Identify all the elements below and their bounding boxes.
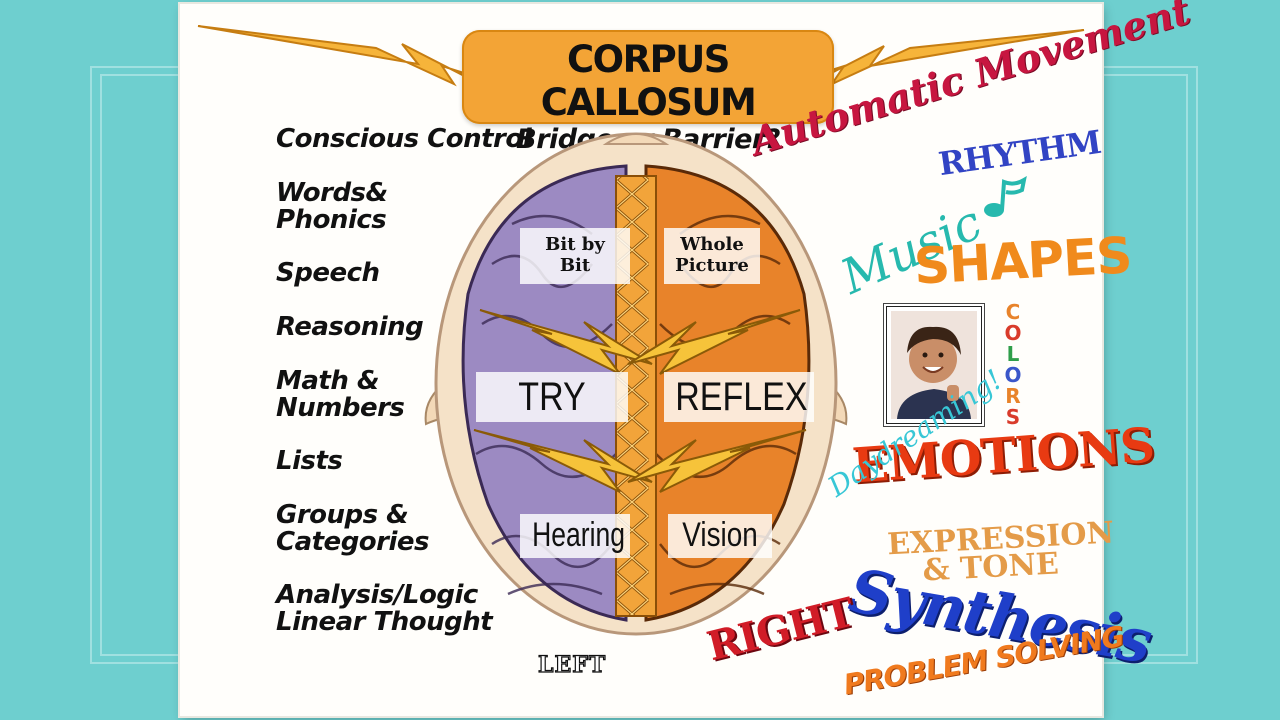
child-photo-image: [891, 311, 977, 419]
label-vision-box: Vision: [668, 514, 772, 558]
list-item-speech: Speech: [276, 260, 380, 287]
nose-bump: [602, 133, 670, 145]
page-title: CORPUS CALLOSUM: [540, 38, 757, 124]
colors-letter: R: [1005, 384, 1021, 408]
list-item-text: Lists: [276, 446, 343, 476]
word-shapes: SHAPES: [912, 226, 1133, 296]
list-item-text: Phonics: [276, 205, 387, 235]
colors-letter: L: [1006, 342, 1020, 366]
colors-letter: S: [1005, 405, 1021, 429]
list-item-lists: Lists: [276, 446, 343, 476]
label-hearing: Hearing: [532, 516, 625, 554]
bolt-right-lower: [627, 429, 807, 493]
label-whole-picture-line1: Whole: [680, 234, 744, 255]
list-item-math-numbers: Math &Numbers: [276, 366, 405, 423]
label-whole-picture-line2: Picture: [675, 255, 749, 276]
list-item-reasoning: Reasoning: [276, 312, 424, 342]
list-item-text: Categories: [276, 527, 430, 557]
label-reflex: REFLEX: [675, 375, 808, 419]
colors-letter: O: [1004, 321, 1022, 345]
colors-letter: C: [1005, 300, 1021, 324]
list-item-text: Numbers: [276, 393, 405, 423]
label-bit-by-bit: Bit by Bit: [520, 228, 630, 284]
label-whole-picture: Whole Picture: [664, 228, 760, 284]
list-item-text: Words&: [276, 178, 388, 208]
list-item-text: Linear Thought: [276, 607, 493, 637]
list-item-words-phonics: Words&Phonics: [276, 180, 388, 234]
label-try-box: TRY: [476, 372, 628, 422]
list-item-text: Math &: [276, 366, 380, 396]
bolt-left-upper: [479, 309, 653, 375]
list-item-groups-categories: Groups &Categories: [276, 500, 430, 557]
bolt-right-upper: [627, 309, 801, 375]
colors-letter: O: [1004, 363, 1022, 387]
list-item-text: Conscious Control: [276, 124, 532, 154]
label-bit-by-bit-line1: Bit by: [545, 234, 605, 255]
list-item-text: Reasoning: [276, 312, 424, 342]
list-item-text: Speech: [276, 258, 380, 288]
label-vision: Vision: [682, 516, 758, 554]
list-item-text: Analysis/Logic: [276, 580, 478, 610]
list-item-text: Groups &: [276, 500, 409, 530]
label-try: TRY: [518, 375, 586, 419]
bolt-left-lower: [473, 429, 653, 493]
child-photo: [886, 306, 982, 424]
word-colors: C O L O R S: [996, 302, 1030, 428]
label-bit-by-bit-line2: Bit: [559, 255, 591, 276]
title-box: CORPUS CALLOSUM Bridge or Barrier?: [462, 30, 834, 155]
list-item-conscious-control: Conscious Control: [276, 124, 532, 154]
label-reflex-box: REFLEX: [664, 372, 814, 422]
music-note-icon: [984, 176, 1027, 217]
left-caption: LEFT: [537, 651, 607, 678]
label-hearing-box: Hearing: [520, 514, 630, 558]
